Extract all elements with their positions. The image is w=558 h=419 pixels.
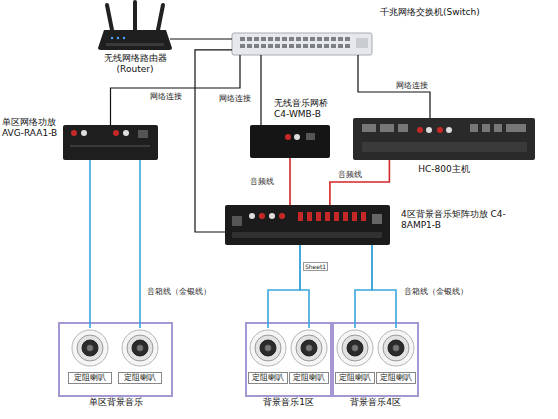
bridge-illustration [250,125,330,158]
connector-line [300,245,309,328]
matrix-amplifier-node: 4区背景音乐矩阵功放 C4-8AMP1-B [225,205,390,245]
speaker-node: 定阻喇叭 [248,328,288,390]
zone-box: 单区背景音乐定阻喇叭定阻喇叭 [58,322,173,397]
connector-label: 音箱线（金银线） [404,286,468,297]
speaker-symbol [335,328,375,368]
connector-line [195,50,232,232]
connector-label: 网络连接 [219,93,251,104]
speaker-label: 定阻喇叭 [68,372,112,384]
connector-line [372,245,396,328]
connector-line [170,38,232,39]
speaker-label: 定阻喇叭 [248,372,288,384]
connector-line [289,158,291,205]
device-label: HC-800主机 [353,164,535,175]
speaker-node: 定阻喇叭 [376,328,416,390]
connector-label: 音箱线（金银线） [147,286,211,297]
router-illustration [98,2,172,50]
sheet-tag: Sheet1 [303,262,328,271]
connector-label: 网络连接 [150,91,182,102]
device-label: 无线音乐网桥 C4-WMB-B [274,98,346,121]
speaker-label: 定阻喇叭 [289,372,329,384]
bridge-node: 无线音乐网桥 C4-WMB-B [250,125,330,158]
speaker-symbol [289,328,329,368]
device-label: 4区背景音乐矩阵功放 C4-8AMP1-B [401,209,511,232]
switch-node: 千兆网络交换机(Switch) [232,33,372,55]
matrix-amplifier-illustration [225,205,390,245]
amplifier-node: 单区网络功放 AVG-RAA1-B [63,125,158,160]
zone-title: 背景音乐1区 [237,397,340,408]
speaker-node: 定阻喇叭 [68,328,112,390]
speaker-node: 定阻喇叭 [118,328,162,390]
zone-title: 背景音乐4区 [324,397,427,408]
speaker-symbol [118,328,162,368]
connector-line [358,55,430,118]
speaker-node: 定阻喇叭 [289,328,329,390]
zone-title: 单区背景音乐 [50,397,181,408]
switch-illustration [232,33,372,55]
zone-box: 背景音乐4区定阻喇叭定阻喇叭 [332,322,419,397]
device-label: 单区网络功放 AVG-RAA1-B [2,117,64,140]
speaker-label: 定阻喇叭 [335,372,375,384]
speaker-symbol [248,328,288,368]
connector-label: 音频线 [338,169,362,180]
device-label: 千兆网络交换机(Switch) [380,7,550,18]
speaker-label: 定阻喇叭 [118,372,162,384]
connector-line [330,160,390,205]
connector-line [268,245,300,328]
connector-line [355,245,372,328]
speaker-node: 定阻喇叭 [335,328,375,390]
device-label: 无线网络路由器 (Router) [90,53,180,76]
speaker-symbol [376,328,416,368]
connector-line [139,160,141,328]
connector-line [260,55,261,125]
speaker-label: 定阻喇叭 [376,372,416,384]
speaker-symbol [68,328,112,368]
controller-illustration [353,118,535,160]
connector-line [89,160,91,328]
connector-label: 音频线 [250,176,274,187]
router-node: 无线网络路由器 (Router) [100,28,170,50]
connector-label: 网络连接 [396,80,428,91]
amplifier-illustration [63,125,158,160]
zone-box: 背景音乐1区定阻喇叭定阻喇叭 [245,322,332,397]
controller-node: HC-800主机 [353,118,535,160]
